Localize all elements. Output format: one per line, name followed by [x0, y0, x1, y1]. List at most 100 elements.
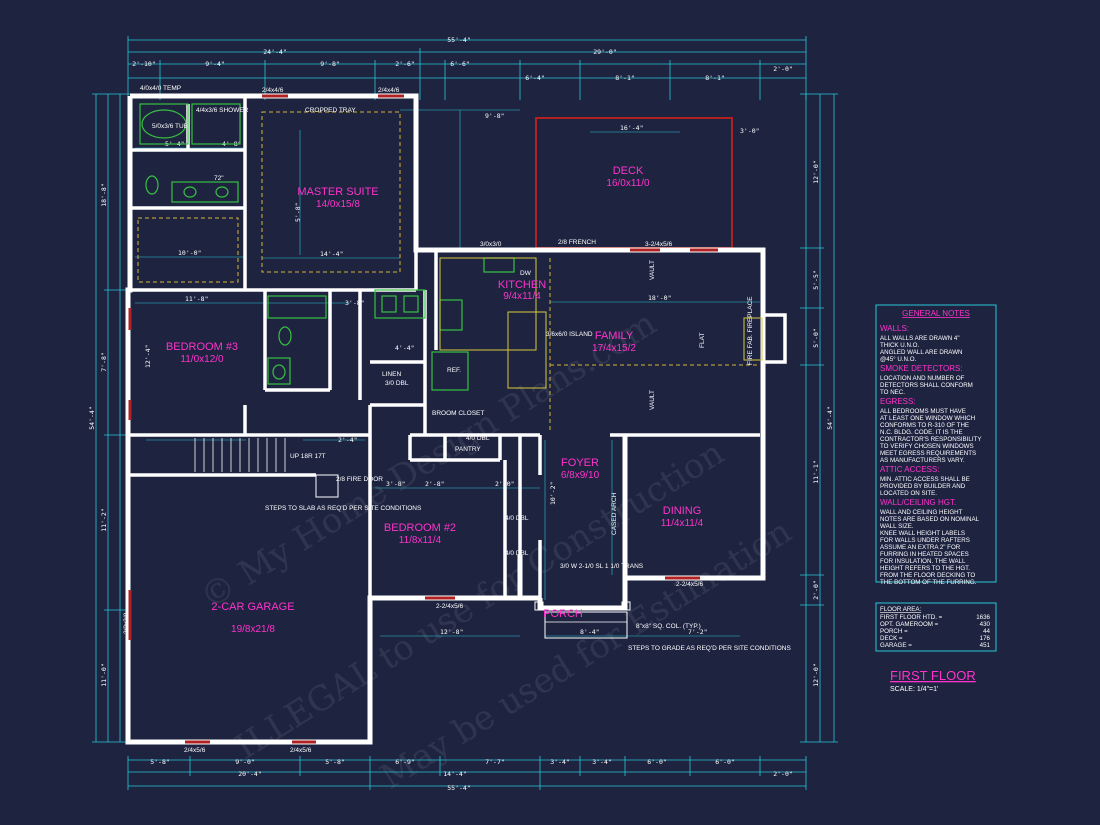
- drawing-title: FIRST FLOOR: [890, 668, 976, 683]
- dimension-lines: [92, 36, 838, 790]
- interior-walls: [130, 96, 760, 598]
- window-label-1: 2/4x4/6: [262, 87, 284, 94]
- dim-bottom-6: 3'-4": [550, 758, 570, 766]
- room-labels: MASTER SUITE 14/0x15/8 KITCHEN 9/4x11/4 …: [166, 186, 704, 635]
- pantry-label: PANTRY: [455, 446, 481, 453]
- deck: DECK 16/0x11/0: [535, 117, 733, 249]
- annotations: CROPPED TRAY 5/0x3/6 TUB 4/4x3/6 SHOWER …: [140, 85, 791, 652]
- notes-line: ANGLED WALL ARE DRAWN: [880, 349, 963, 356]
- notes-line: LOCATED ON SITE.: [880, 490, 937, 497]
- broom-closet-label: BROOM CLOSET: [432, 410, 484, 417]
- dim-bottom-8: 6'-0": [647, 758, 667, 766]
- notes-line: ASSUME AN EXTRA 2" FOR: [880, 544, 961, 551]
- notes-line: TO NEC.: [880, 389, 905, 396]
- notes-wall-hgt-title: WALL/CEILING HGT.: [880, 498, 956, 507]
- dim-right-5: 2'-0": [812, 580, 820, 600]
- watermark: © My Home Design Plans.com ILLEGAL to us…: [194, 303, 799, 797]
- dim-int-13: 12'-8": [440, 628, 463, 636]
- bathtub-icon: [267, 295, 327, 319]
- floor-area-row-label: DECK =: [880, 635, 903, 642]
- notes-line: @45° U.N.O.: [880, 356, 917, 363]
- fire-door-label: 2/8 FIRE DOOR: [336, 476, 383, 483]
- dbl-closet-3: 4/0 DBL: [505, 515, 529, 522]
- dim-bottom-3: 5'-8": [325, 758, 345, 766]
- floor-area-row-label: OPT. GAMEROOM =: [880, 621, 939, 628]
- notes-attic-title: ATTIC ACCESS:: [880, 465, 939, 474]
- window-label-5: 2-2/4x5/6: [676, 581, 703, 588]
- master-suite-size: 14/0x15/8: [316, 199, 360, 210]
- drawing-scale: SCALE: 1/4"=1': [890, 686, 938, 693]
- kitchen-size: 9/4x11/4: [503, 291, 541, 302]
- window-label-2: 2/4x4/6: [378, 87, 400, 94]
- notes-line: N.C. BLDG. CODE. IT IS THE: [880, 429, 963, 436]
- family-size: 17/4x15/2: [592, 343, 636, 354]
- dim-int-21: 3'-0": [740, 127, 760, 135]
- deck-label: DECK: [613, 165, 644, 177]
- notes-line: FURRING IN HEATED SPACES: [880, 551, 969, 558]
- shower-icon: [191, 103, 241, 145]
- transom-label: 3/0 W 2-1/0 SL 1 1/0 TRANS: [560, 563, 644, 570]
- dim-left-3: 11'-2": [100, 508, 108, 531]
- dim-top-5: 6'-6": [450, 60, 470, 68]
- dim-bottom-1: 5'-8": [150, 758, 170, 766]
- range-icon: [439, 299, 463, 331]
- refrigerator-icon: [431, 351, 469, 391]
- window-3x3-label: 3/0x3/0: [480, 241, 502, 248]
- window-label-6: 2/4x5/6: [184, 747, 206, 754]
- french-door-label: 2/8 FRENCH: [558, 239, 596, 246]
- temp-window-label: 4/0x4/0 TEMP: [140, 85, 181, 92]
- dbl-closet-4: 4/0 DBL: [505, 550, 529, 557]
- dim-bottom-5: 7'-7": [485, 758, 505, 766]
- notes-line: HEIGHT REFERS TO THE HGT.: [880, 565, 970, 572]
- dim-left-2: 7'-8": [100, 352, 108, 372]
- vault-label-2: VAULT: [649, 390, 656, 410]
- dim-overall-top: 55'-4": [447, 36, 470, 44]
- notes-line: TO VERIFY CHOSEN WINDOWS: [880, 443, 974, 450]
- dbl-closet-1: 3/0 DBL: [385, 380, 409, 387]
- floor-area-panel: FLOOR AREA: FIRST FLOOR HTD. = 1636 OPT.…: [875, 602, 997, 652]
- fireplace-label: FIRE FAB. FIREPLACE: [747, 296, 754, 365]
- dim-top-2: 9'-4": [205, 60, 225, 68]
- dim-right-2: 5'-5": [812, 270, 820, 290]
- foyer-size: 6/8x9/10: [561, 470, 600, 481]
- tub-icon: [141, 109, 187, 139]
- stairs-up-label: UP 18R 17T: [290, 453, 326, 460]
- steps-grade-label: STEPS TO GRADE AS REQ'D PER SITE CONDITI…: [628, 645, 791, 652]
- window-labels: 2/4x4/6 2/4x4/6 3-2/4x5/6 2-2/4x5/6 2-2/…: [123, 87, 703, 754]
- notes-line: FOR WALLS UNDER RAFTERS: [880, 537, 970, 544]
- notes-line: DETECTORS SHALL CONFORM: [880, 382, 973, 389]
- dim-right-3: 5'-0": [812, 328, 820, 348]
- dim-int-8: 16'-4": [620, 124, 643, 132]
- flat-label: FLAT: [699, 333, 706, 348]
- sink-icon: [483, 257, 515, 273]
- floor-area-header: FLOOR AREA:: [880, 606, 922, 613]
- dim-int-19: 2'-4": [338, 436, 358, 444]
- dw-label: DW: [520, 270, 532, 277]
- garage-size: 19/8x21/8: [231, 624, 275, 635]
- dbl-closet-2: 4/0 DBL: [466, 435, 490, 442]
- window-label-8: 3/0x3/0: [123, 612, 130, 634]
- dim-top-left: 24'-4": [263, 48, 286, 56]
- notes-line: PROVIDED BY BUILDER AND: [880, 483, 966, 490]
- kitchen-label: KITCHEN: [498, 279, 546, 291]
- vanity-icon: [171, 181, 239, 203]
- dim-int-18: 3'-8": [345, 299, 365, 307]
- dim-right-overall: 54'-4": [826, 406, 834, 429]
- notes-line: ALL BEDROOMS MUST HAVE: [880, 408, 966, 415]
- dim-bottom-7: 3'-4": [592, 758, 612, 766]
- dim-int-9: 9'-8": [485, 112, 505, 120]
- floor-area-row-label: PORCH =: [880, 628, 908, 635]
- dim-int-3: 14'-4": [320, 250, 343, 258]
- notes-line: ALL WALLS ARE DRAWN 4": [880, 335, 960, 342]
- window-label-7: 2/4x5/6: [290, 747, 312, 754]
- dim-int-17: 4'-4": [395, 344, 415, 352]
- dim-overall-bottom: 55'-4": [447, 784, 470, 792]
- dining-size: 11/4x11/4: [661, 518, 704, 529]
- bedroom3-size: 11/0x12/0: [180, 354, 224, 365]
- dim-bottom-2: 9'-0": [235, 758, 255, 766]
- dim-int-6: 12'-4": [144, 345, 152, 368]
- cropped-tray-label: CROPPED TRAY: [305, 107, 356, 114]
- foyer-label: FOYER: [561, 457, 599, 469]
- dim-int-5: 11'-8": [185, 295, 208, 303]
